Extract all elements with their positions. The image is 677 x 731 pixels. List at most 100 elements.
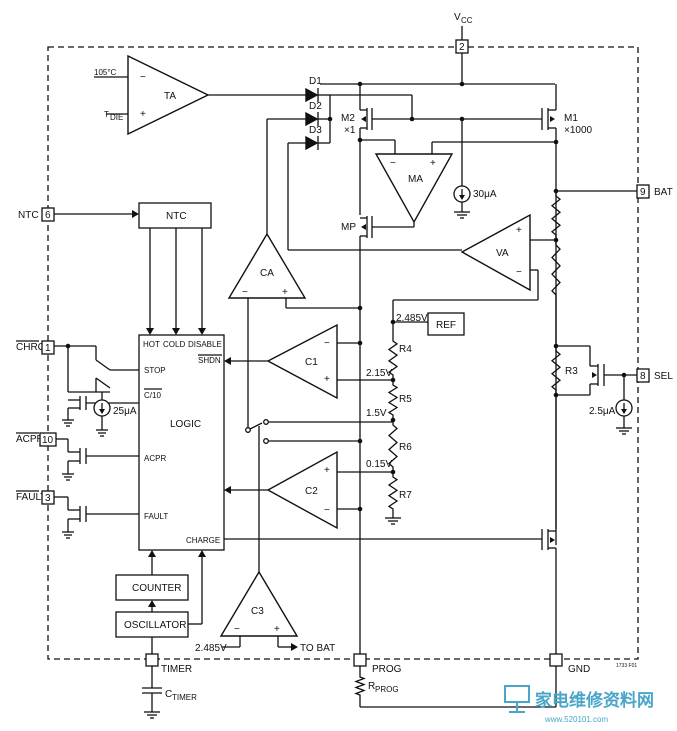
svg-text:R: R bbox=[368, 681, 375, 692]
watermark: 家电维修资料网 www.520101.com bbox=[504, 685, 654, 724]
svg-text:6: 6 bbox=[45, 210, 51, 221]
chrg-pin bbox=[41, 340, 55, 355]
svg-text:STOP: STOP bbox=[144, 366, 166, 375]
svg-text:25μA: 25μA bbox=[113, 406, 137, 417]
svg-text:DISABLE: DISABLE bbox=[188, 340, 222, 349]
svg-text:NTC: NTC bbox=[18, 210, 39, 221]
ca-amplifier bbox=[227, 232, 307, 299]
chip-boundary bbox=[47, 46, 639, 660]
svg-text:MP: MP bbox=[341, 222, 356, 233]
prog-pin bbox=[353, 653, 367, 667]
svg-text:+: + bbox=[274, 624, 280, 635]
m1-transistor bbox=[541, 84, 557, 545]
svg-text:REF: REF bbox=[436, 320, 456, 331]
resistor-r7 bbox=[387, 472, 399, 514]
svg-text:−: − bbox=[516, 267, 522, 278]
ref-block bbox=[427, 312, 465, 336]
m2-transistor bbox=[359, 84, 412, 140]
ta-amplifier bbox=[127, 54, 210, 136]
svg-text:8: 8 bbox=[640, 371, 646, 382]
logic-block bbox=[138, 334, 225, 551]
svg-text:DIE: DIE bbox=[110, 113, 123, 122]
svg-text:TIMER: TIMER bbox=[161, 664, 192, 675]
svg-text:MA: MA bbox=[408, 174, 423, 185]
svg-text:www.520101.com: www.520101.com bbox=[544, 715, 608, 724]
resistor-rprog bbox=[354, 672, 366, 700]
svg-text:+: + bbox=[140, 109, 146, 120]
ta-pos-input-label: T bbox=[104, 110, 109, 119]
svg-text:C2: C2 bbox=[305, 486, 318, 497]
svg-text:0.15V: 0.15V bbox=[366, 459, 392, 470]
vcc-label: V bbox=[454, 12, 461, 23]
svg-text:OSCILLATOR: OSCILLATOR bbox=[124, 620, 186, 631]
svg-text:1.5V: 1.5V bbox=[366, 408, 387, 419]
svg-text:CA: CA bbox=[260, 268, 274, 279]
svg-text:FAULT: FAULT bbox=[144, 512, 168, 521]
svg-text:CHARGE: CHARGE bbox=[186, 536, 220, 545]
svg-text:+: + bbox=[324, 465, 330, 476]
figure-id: 1733 F01 bbox=[616, 663, 637, 669]
vcc-label-sub: CC bbox=[461, 16, 473, 25]
c1-comparator bbox=[266, 323, 338, 400]
diode-d3 bbox=[305, 135, 319, 151]
charge-transistor bbox=[541, 529, 556, 550]
svg-text:M1: M1 bbox=[564, 113, 578, 124]
resistor-r6 bbox=[388, 420, 398, 472]
svg-text:−: − bbox=[234, 624, 240, 635]
diode-d1 bbox=[305, 87, 319, 103]
svg-text:10: 10 bbox=[42, 435, 54, 446]
svg-text:D3: D3 bbox=[309, 125, 322, 136]
svg-text:3: 3 bbox=[45, 493, 51, 504]
ta-neg-input-label: 105°C bbox=[94, 68, 117, 77]
ntc-block bbox=[138, 202, 212, 229]
svg-text:C1: C1 bbox=[305, 357, 318, 368]
svg-text:R4: R4 bbox=[399, 344, 412, 355]
svg-text:VA: VA bbox=[496, 248, 509, 259]
svg-text:R6: R6 bbox=[399, 442, 412, 453]
svg-text:−: − bbox=[324, 338, 330, 349]
c2-comparator bbox=[266, 450, 338, 530]
timer-pin bbox=[145, 653, 159, 667]
svg-text:2.15V: 2.15V bbox=[366, 368, 392, 379]
svg-text:TIMER: TIMER bbox=[172, 693, 197, 702]
svg-text:2.485V: 2.485V bbox=[195, 643, 227, 654]
svg-text:×1: ×1 bbox=[344, 125, 356, 136]
svg-text:TA: TA bbox=[164, 91, 176, 102]
svg-text:COLD: COLD bbox=[163, 340, 185, 349]
svg-text:9: 9 bbox=[640, 187, 646, 198]
sel-transistor bbox=[589, 346, 605, 395]
diode-d2 bbox=[305, 111, 319, 127]
svg-text:TO BAT: TO BAT bbox=[300, 643, 335, 654]
svg-text:+: + bbox=[282, 287, 288, 298]
mp-transistor bbox=[360, 216, 373, 238]
svg-text:D2: D2 bbox=[309, 101, 322, 112]
svg-text:D1: D1 bbox=[309, 76, 322, 87]
svg-text:NTC: NTC bbox=[166, 211, 187, 222]
svg-text:FAULT: FAULT bbox=[16, 492, 46, 503]
svg-text:−: − bbox=[140, 72, 146, 83]
va-amplifier bbox=[460, 213, 531, 292]
svg-text:M2: M2 bbox=[341, 113, 355, 124]
svg-text:HOT: HOT bbox=[143, 340, 160, 349]
svg-text:+: + bbox=[516, 225, 522, 236]
svg-text:30μA: 30μA bbox=[473, 189, 497, 200]
gnd-pin bbox=[549, 653, 563, 667]
svg-text:家电维修资料网: 家电维修资料网 bbox=[535, 690, 654, 710]
svg-text:BAT: BAT bbox=[654, 187, 673, 198]
svg-text:C3: C3 bbox=[251, 606, 264, 617]
resistor-r1 bbox=[550, 191, 562, 240]
svg-text:2.5μA: 2.5μA bbox=[589, 406, 616, 417]
svg-text:PROG: PROG bbox=[372, 664, 402, 675]
svg-text:1: 1 bbox=[45, 343, 51, 354]
svg-text:2.485V: 2.485V bbox=[396, 313, 428, 324]
svg-text:C: C bbox=[165, 689, 172, 700]
svg-text:+: + bbox=[430, 158, 436, 169]
svg-text:R5: R5 bbox=[399, 394, 412, 405]
svg-text:−: − bbox=[242, 287, 248, 298]
svg-text:R3: R3 bbox=[565, 366, 578, 377]
svg-text:LOGIC: LOGIC bbox=[170, 419, 201, 430]
svg-text:R7: R7 bbox=[399, 490, 412, 501]
c3-comparator bbox=[219, 570, 299, 637]
svg-text:COUNTER: COUNTER bbox=[132, 583, 181, 594]
